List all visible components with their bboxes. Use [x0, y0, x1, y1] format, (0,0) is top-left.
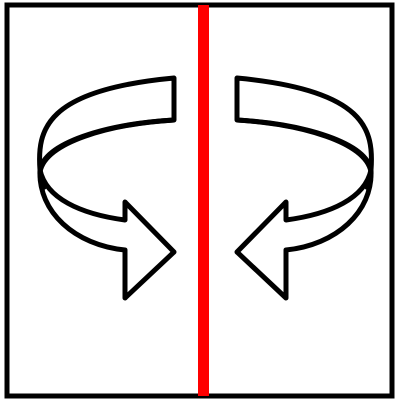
mirror-axis-line [198, 5, 209, 396]
